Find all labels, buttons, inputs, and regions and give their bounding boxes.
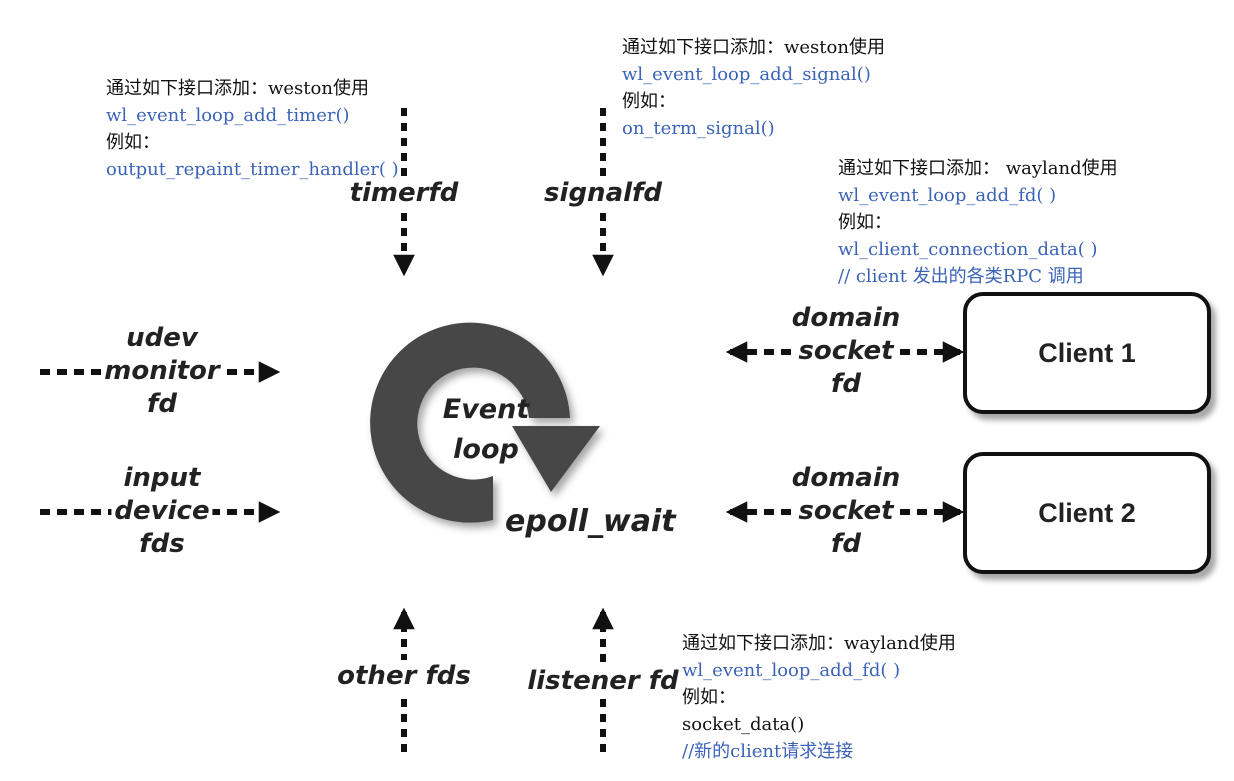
timer-note-api: wl_event_loop_add_timer() xyxy=(106,105,350,126)
client-fd-note-line3: 例如： xyxy=(838,212,892,233)
listener-note-example: socket_data() xyxy=(682,714,805,735)
listener-note-comment: //新的client请求连接 xyxy=(682,741,854,762)
listener-note: 通过如下接口添加：wayland使用 wl_event_loop_add_fd(… xyxy=(682,630,956,765)
udev-label-line1: udev xyxy=(123,322,201,355)
udev-label-line3: fd xyxy=(144,388,180,421)
client-2-box: Client 2 xyxy=(963,452,1211,574)
input-label-line1: input xyxy=(120,462,204,495)
domain-socket-2-line1: domain xyxy=(788,462,904,495)
timer-note-example: output_repaint_timer_handler( ) xyxy=(106,159,399,180)
input-label-line3: fds xyxy=(136,528,188,561)
loop-title-line1: Event xyxy=(442,394,530,425)
domain-socket-1-line1: domain xyxy=(788,302,904,335)
client-2-label: Client 2 xyxy=(1038,497,1136,528)
signal-note-line3: 例如： xyxy=(622,91,676,112)
listener-fd-label: listener fd xyxy=(524,665,682,698)
domain-socket-1-line2: socket xyxy=(795,335,897,368)
timer-note-line1: 通过如下接口添加：weston使用 xyxy=(106,78,369,99)
listener-note-line3: 例如： xyxy=(682,687,736,708)
signal-note-line1: 通过如下接口添加：weston使用 xyxy=(622,37,885,58)
timerfd-label: timerfd xyxy=(346,177,462,210)
signalfd-label: signalfd xyxy=(541,177,665,210)
input-label-line2: device xyxy=(111,495,213,528)
signal-note-api: wl_event_loop_add_signal() xyxy=(622,64,871,85)
domain-socket-2-line3: fd xyxy=(828,528,864,561)
domain-socket-2-line2: socket xyxy=(795,495,897,528)
client-1-box: Client 1 xyxy=(963,292,1211,414)
signal-note-example: on_term_signal() xyxy=(622,118,775,139)
loop-arrow-icon xyxy=(370,322,600,523)
client-fd-note-api: wl_event_loop_add_fd( ) xyxy=(838,185,1057,206)
listener-note-line1: 通过如下接口添加：wayland使用 xyxy=(682,633,956,654)
client-1-label: Client 1 xyxy=(1038,337,1136,368)
udev-label-line2: monitor xyxy=(101,355,223,388)
client-fd-note-comment: // client 发出的各类RPC 调用 xyxy=(838,266,1084,287)
epoll-wait-label: epoll_wait xyxy=(505,504,676,539)
loop-title-line2: loop xyxy=(453,434,519,465)
signal-note: 通过如下接口添加：weston使用 wl_event_loop_add_sign… xyxy=(622,34,885,142)
client-fd-note-line1: 通过如下接口添加： wayland使用 xyxy=(838,158,1118,179)
client-fd-note: 通过如下接口添加： wayland使用 wl_event_loop_add_fd… xyxy=(838,155,1118,290)
other-fds-label: other fds xyxy=(334,660,474,693)
timer-note-line3: 例如： xyxy=(106,132,160,153)
listener-note-api: wl_event_loop_add_fd( ) xyxy=(682,660,901,681)
client-fd-note-example: wl_client_connection_data( ) xyxy=(838,239,1098,260)
domain-socket-1-line3: fd xyxy=(828,368,864,401)
timer-note: 通过如下接口添加：weston使用 wl_event_loop_add_time… xyxy=(106,75,399,183)
